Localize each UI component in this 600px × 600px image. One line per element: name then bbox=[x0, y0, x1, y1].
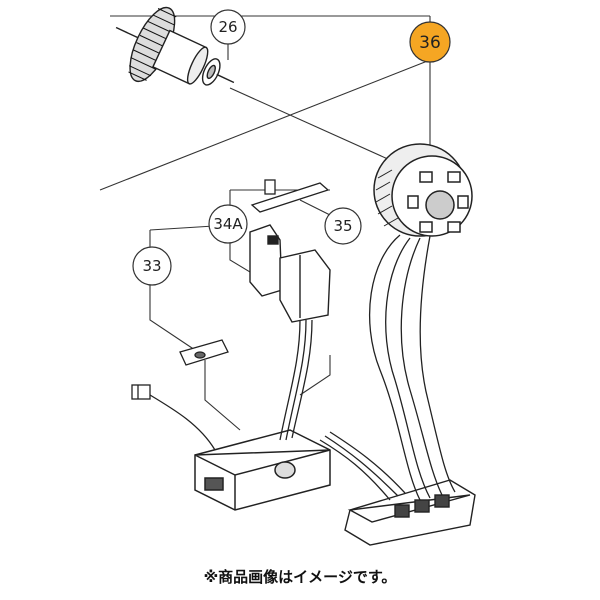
svg-text:33: 33 bbox=[142, 257, 161, 275]
trigger-switch bbox=[249, 224, 331, 323]
callout-34a: 34A bbox=[208, 204, 248, 244]
callout-26: 26 bbox=[210, 9, 246, 45]
stator-motor bbox=[373, 143, 473, 237]
callout-33: 33 bbox=[132, 246, 172, 286]
controller-board bbox=[194, 429, 331, 511]
callout-35: 35 bbox=[324, 207, 362, 245]
reverse-lever bbox=[250, 179, 330, 213]
callout-36: 36 bbox=[409, 21, 451, 63]
connector-block bbox=[344, 479, 476, 546]
terminal-plate bbox=[179, 339, 229, 366]
svg-text:35: 35 bbox=[333, 217, 352, 235]
wire-harness bbox=[149, 234, 456, 501]
svg-text:26: 26 bbox=[218, 18, 237, 36]
svg-text:36: 36 bbox=[419, 33, 441, 53]
svg-text:34A: 34A bbox=[213, 215, 243, 233]
wire-connector bbox=[131, 384, 151, 400]
rotor-assembly bbox=[115, 6, 235, 86]
leader-lines bbox=[99, 15, 431, 431]
image-disclaimer: ※商品画像はイメージです。 bbox=[203, 568, 397, 586]
